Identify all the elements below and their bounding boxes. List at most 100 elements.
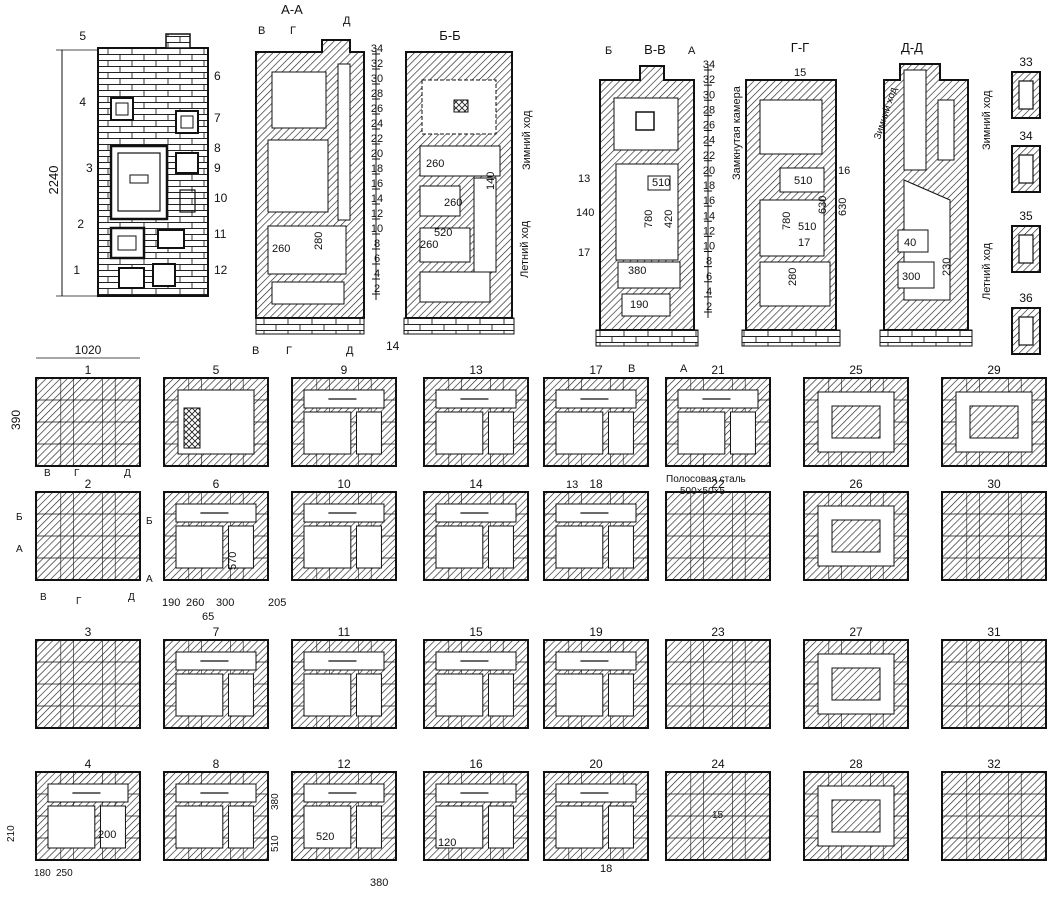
- p21-note: Полосовая сталь: [666, 474, 746, 485]
- section-dd: Д-Д 40 300 230 Зимний ход Зимний ход Лет…: [872, 40, 993, 347]
- scale-tick: 8: [706, 256, 712, 268]
- p2-mark-a-left: А: [16, 544, 23, 555]
- course-plan: 23: [665, 625, 771, 729]
- plan-number: 6: [213, 477, 220, 491]
- scale-tick: 22: [703, 150, 715, 162]
- scale-tick: 2: [374, 283, 380, 295]
- course-plan: 9: [291, 363, 397, 467]
- vv-mark-a: А: [688, 45, 696, 57]
- p6-dim-65: 65: [202, 611, 214, 623]
- p21-note2: 500×50×5: [680, 486, 725, 497]
- plan-number: 33: [1019, 55, 1033, 69]
- vv-dim-3: 380: [628, 265, 646, 277]
- dd-label-summer: Летний ход: [981, 242, 993, 300]
- vv-bottom-mark-v: В: [628, 363, 635, 375]
- plan-number: 27: [849, 625, 863, 639]
- gg-dim-4: 510: [798, 221, 816, 233]
- elevation-callout: 5: [79, 29, 86, 43]
- p4-dim-200: 200: [98, 829, 116, 841]
- scale-tick: 4: [374, 268, 380, 280]
- aa-mark-v: В: [258, 25, 265, 37]
- plan-annotations: 1020 390 В Г Д Б А В Г Д Б А 190 260 300…: [6, 343, 746, 889]
- gg-dim-2: 780: [781, 212, 793, 230]
- firebox-door: [109, 226, 146, 260]
- scale-tick: 2: [706, 301, 712, 313]
- scale-tick: 16: [703, 195, 715, 207]
- vv-bottom-mark-a: А: [680, 363, 688, 375]
- course-plan: 17: [543, 363, 649, 467]
- scale-tick: 10: [371, 223, 383, 235]
- scale-tick: 18: [703, 180, 715, 192]
- vv-mark-b: Б: [605, 45, 612, 57]
- course-plan: 4: [35, 757, 141, 861]
- plan-number: 35: [1019, 209, 1033, 223]
- p4-dim-250: 250: [56, 868, 73, 879]
- vv-dim-0: 510: [652, 177, 670, 189]
- vv-callout-140: 140: [576, 207, 594, 219]
- section-bb-title: Б-Б: [439, 28, 460, 43]
- plan-number: 9: [341, 363, 348, 377]
- section-aa-title: А-А: [281, 2, 303, 17]
- bottom-mark-g: Г: [286, 345, 292, 357]
- section-aa: А-А 260 280 В Г Д: [255, 2, 365, 335]
- course-plan: 3: [35, 625, 141, 729]
- elevation-callout: 1: [73, 263, 80, 277]
- course-plan: 29: [941, 363, 1047, 467]
- scale-tick: 30: [703, 89, 715, 101]
- section-vv: Б В-В А 510 780 420 380 190 13 140 17 За…: [576, 42, 743, 375]
- vv-dim-2: 420: [663, 210, 675, 228]
- gg-dim-5: 17: [798, 237, 810, 249]
- p6-dim-300: 300: [216, 597, 234, 609]
- vv-closed-chamber: Замкнутая камера: [731, 85, 743, 180]
- gg-dim-3: 630: [817, 196, 829, 214]
- plan-number: 28: [849, 757, 863, 771]
- elevation-callout: 2: [77, 217, 84, 231]
- chimney-cap: [165, 33, 191, 49]
- bb-dim-4: 140: [485, 172, 497, 190]
- section-dd-title: Д-Д: [901, 40, 923, 55]
- plan-number: 24: [711, 757, 725, 771]
- dd-dim-300: 300: [902, 271, 920, 283]
- elevation-callout: 8: [214, 141, 221, 155]
- aa-mark-g: Г: [290, 25, 296, 37]
- plan-number: 8: [213, 757, 220, 771]
- scale-tick: 24: [371, 118, 383, 130]
- p12-dim-510: 510: [270, 835, 281, 852]
- plan-number: 14: [469, 477, 483, 491]
- gg-callout-16: 16: [838, 165, 850, 177]
- scale-tick: 28: [703, 104, 715, 116]
- elevation-height-dim: 2240: [46, 166, 61, 195]
- elevation-callout: 10: [214, 191, 228, 205]
- scale-tick: 20: [703, 165, 715, 177]
- plan-number: 19: [589, 625, 603, 639]
- course-plan: 27: [803, 625, 909, 729]
- course-plan: 2: [35, 477, 141, 581]
- course-plan: 25: [803, 363, 909, 467]
- p4-dim-210: 210: [6, 825, 17, 842]
- plan-number: 10: [337, 477, 351, 491]
- section-callout-14: 14: [386, 339, 400, 353]
- plan-number: 21: [711, 363, 725, 377]
- scale-tick: 12: [703, 225, 715, 237]
- ash-door-left: [118, 267, 145, 289]
- p2-mark-g: Г: [76, 596, 82, 607]
- section-gg-title: Г-Г: [791, 40, 809, 55]
- section-vv-title: В-В: [644, 42, 666, 57]
- scale-tick: 14: [703, 210, 715, 222]
- vv-dim-1: 780: [643, 210, 655, 228]
- course-plan: 21: [665, 363, 771, 467]
- bb-label-summer: Летний ход: [519, 220, 531, 278]
- plan-number: 11: [338, 625, 351, 639]
- ash-door-right: [152, 263, 176, 287]
- scale-tick: 26: [371, 103, 383, 115]
- course-plan: 7: [163, 625, 269, 729]
- p16-dim-120: 120: [438, 837, 456, 849]
- course-plan: 14: [423, 477, 529, 581]
- vv-callout-13: 13: [578, 173, 590, 185]
- dd-label-winter-2: Зимний ход: [981, 90, 993, 150]
- plan-outline: [1011, 145, 1041, 193]
